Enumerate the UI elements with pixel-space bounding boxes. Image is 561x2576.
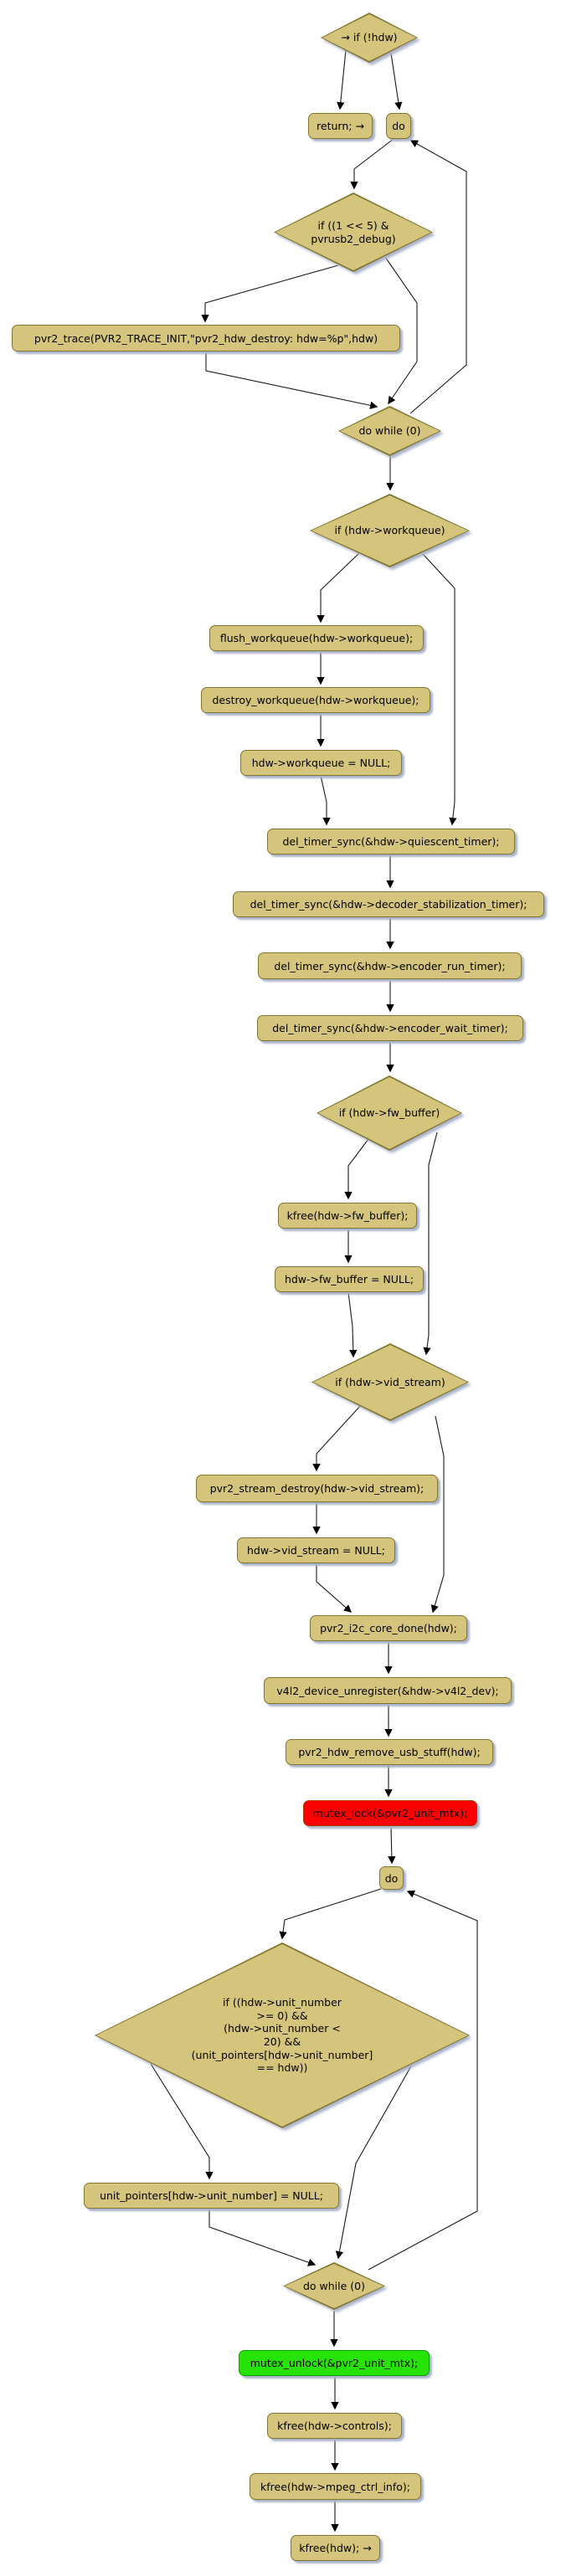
node-if-workqueue: if (hdw->workqueue)	[310, 494, 470, 567]
edge-ifdebug-to-trace	[201, 264, 339, 323]
node-stream-destroy: pvr2_stream_destroy(hdw->vid_stream);	[196, 1475, 438, 1502]
node-if-unit-number: if ((hdw->unit_number >= 0) && (hdw->uni…	[95, 1942, 470, 2128]
edge-iffw-to-ifvid	[423, 1131, 438, 1356]
node-label: if ((hdw->unit_number >= 0) && (hdw->uni…	[191, 1996, 373, 2075]
edge-start-to-do1	[389, 47, 403, 110]
edge-ifunit-to-dowhile2	[335, 2064, 413, 2260]
edge-do2-to-ifunit	[279, 1888, 382, 1940]
node-kfree-hdw: kfree(hdw); →	[291, 2535, 380, 2561]
edge-fwnull-to-ifvid	[347, 1291, 358, 1358]
node-v4l2-unregister: v4l2_device_unregister(&hdw->v4l2_dev);	[264, 1677, 512, 1704]
node-if-vid-stream: if (hdw->vid_stream)	[311, 1343, 469, 1421]
node-kfree-controls: kfree(hdw->controls);	[267, 2413, 402, 2439]
edge-ifwq-to-del1	[422, 553, 457, 826]
node-destroy-workqueue: destroy_workqueue(hdw->workqueue);	[201, 687, 430, 713]
node-kfree-mpeg-ctrl-info: kfree(hdw->mpeg_ctrl_info);	[250, 2473, 421, 2500]
node-pvr2-trace: pvr2_trace(PVR2_TRACE_INIT,"pvr2_hdw_des…	[12, 325, 400, 352]
node-del-timer-quiescent: del_timer_sync(&hdw->quiescent_timer);	[267, 829, 515, 854]
node-do-while-2: do while (0)	[283, 2262, 385, 2310]
node-remove-usb-stuff: pvr2_hdw_remove_usb_stuff(hdw);	[286, 1739, 493, 1765]
node-del-timer-encoder-run: del_timer_sync(&hdw->encoder_run_timer);	[258, 952, 522, 979]
node-label: do while (0)	[302, 2279, 366, 2292]
edge-dowhile2-loop-to-do2	[368, 1890, 478, 2271]
edge-mutexlock-to-do2	[388, 1825, 396, 1865]
edge-dowhile1-loop-to-do1	[409, 140, 467, 414]
node-i2c-core-done: pvr2_i2c_core_done(hdw);	[310, 1615, 467, 1641]
node-do-while-1: do while (0)	[338, 406, 441, 456]
edge-iffw-to-kfreefw	[344, 1135, 372, 1200]
node-label: if (hdw->fw_buffer)	[338, 1106, 440, 1120]
edge-vidnull-to-i2c	[316, 1563, 353, 1613]
node-start-if-hdw: → if (!hdw)	[321, 13, 418, 63]
node-kfree-fw-buffer: kfree(hdw->fw_buffer);	[278, 1203, 417, 1229]
node-workqueue-null: hdw->workqueue = NULL;	[240, 750, 402, 776]
edge-ifunit-to-unitnull	[150, 2063, 214, 2180]
edge-do1-to-ifdebug	[350, 138, 394, 190]
node-label: → if (!hdw)	[341, 31, 398, 44]
edge-ifvid-to-i2c	[430, 1415, 445, 1614]
node-return: return; →	[308, 113, 373, 139]
node-unit-pointers-null: unit_pointers[hdw->unit_number] = NULL;	[84, 2183, 339, 2209]
node-label: if (hdw->vid_stream)	[335, 1375, 445, 1388]
node-label: if ((1 << 5) & pvrusb2_debug)	[311, 218, 396, 245]
node-mutex-unlock: mutex_unlock(&pvr2_unit_mtx);	[239, 2350, 430, 2376]
node-vid-stream-null: hdw->vid_stream = NULL;	[237, 1537, 395, 1563]
edge-trace-to-dowhile1	[205, 352, 378, 409]
node-del-timer-encoder-wait: del_timer_sync(&hdw->encoder_wait_timer)…	[257, 1015, 523, 1041]
node-do-2: do	[379, 1866, 404, 1890]
node-if-fw-buffer: if (hdw->fw_buffer)	[317, 1075, 462, 1151]
node-if-debug: if ((1 << 5) & pvrusb2_debug)	[274, 192, 433, 272]
node-label: if (hdw->workqueue)	[334, 524, 445, 537]
node-label: do while (0)	[358, 424, 421, 438]
edge-ifvid-to-streamdestroy	[312, 1403, 363, 1472]
node-fw-buffer-null: hdw->fw_buffer = NULL;	[275, 1266, 424, 1292]
node-mutex-lock: mutex_lock(&pvr2_unit_mtx);	[303, 1800, 477, 1826]
edge-start-to-return	[337, 49, 347, 110]
edge-ifdebug-to-dowhile1	[384, 256, 418, 405]
edge-wqnull-to-del1	[320, 775, 331, 826]
node-del-timer-decoder: del_timer_sync(&hdw->decoder_stabilizati…	[233, 891, 544, 917]
node-do-1: do	[386, 113, 411, 139]
node-flush-workqueue: flush_workqueue(hdw->workqueue);	[209, 625, 424, 651]
edge-ifwq-to-flush	[317, 552, 361, 623]
edge-unitnull-to-dowhile2	[208, 2209, 317, 2266]
